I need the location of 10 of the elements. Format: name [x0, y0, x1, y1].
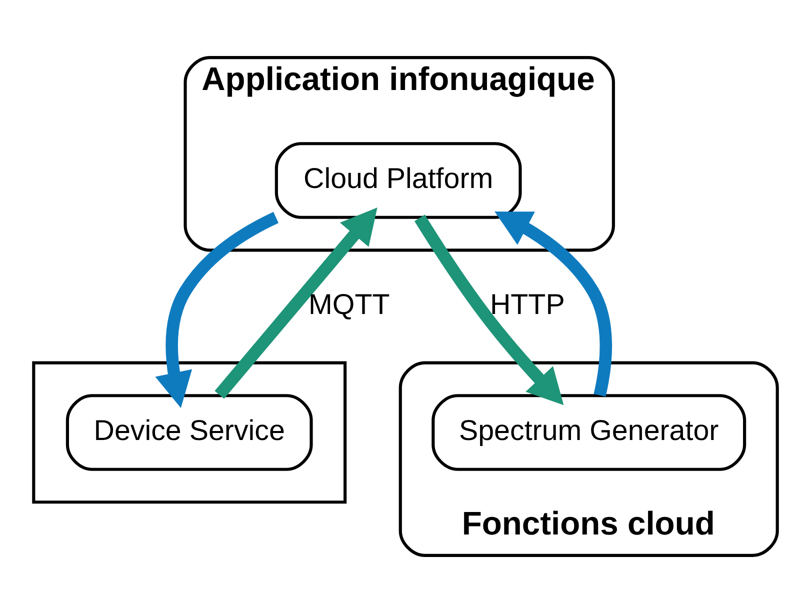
node-box: Spectrum Generator — [431, 394, 746, 471]
cluster — [32, 361, 346, 504]
arrow — [414, 214, 564, 406]
arrow — [214, 207, 377, 399]
node-box: Device Service — [65, 394, 312, 471]
edge-label: HTTP — [489, 289, 564, 322]
node-box: Cloud Platform — [274, 142, 522, 219]
edge-label: MQTT — [308, 289, 390, 322]
arrow — [494, 212, 612, 397]
arrow — [154, 212, 278, 408]
